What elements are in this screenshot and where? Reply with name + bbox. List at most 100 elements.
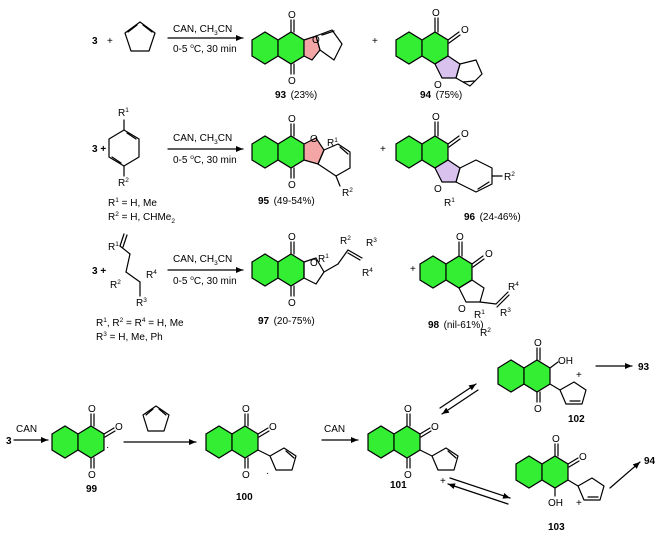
svg-text:O: O [88, 470, 96, 481]
plus-sign-2: + [372, 36, 378, 47]
intermediate-100-structure: O O O · [205, 404, 297, 481]
row2-arrow-conditions: CAN, CH3CN 0-5 oC, 30 min [167, 133, 244, 166]
svg-text:R1 = H, Me: R1 = H, Me [108, 197, 157, 209]
product-97-structure: O O O [251, 232, 363, 309]
svg-text:O: O [288, 10, 296, 21]
product-98-structure: O O O [419, 232, 510, 315]
svg-text:R2: R2 [340, 235, 351, 247]
plus-sign-3: + [380, 144, 386, 155]
svg-text:R1: R1 [118, 107, 129, 119]
svg-text:0-5 oC, 30 min: 0-5 oC, 30 min [173, 154, 237, 166]
svg-text:O: O [288, 114, 296, 125]
product-94-label: 94 (75%) [420, 85, 462, 102]
svg-text:O: O [534, 404, 542, 415]
intermediate-100-label: 100 [236, 492, 253, 503]
svg-text:O: O [288, 180, 296, 191]
svg-text:O: O [434, 80, 442, 91]
svg-text:O: O [458, 304, 466, 315]
svg-text:CAN: CAN [324, 424, 345, 435]
svg-text:OH: OH [548, 498, 563, 509]
svg-text:O: O [288, 232, 296, 243]
svg-text:O: O [431, 422, 439, 433]
product-96-structure: O O O [395, 112, 503, 195]
svg-text:0-5 oC, 30 min: 0-5 oC, 30 min [173, 43, 237, 55]
svg-text:O: O [432, 8, 440, 19]
svg-text:O: O [242, 470, 250, 481]
svg-text:O: O [579, 452, 587, 463]
intermediate-101-label: 101 [390, 480, 407, 491]
equilibrium-arrow-down [447, 477, 511, 505]
svg-text:R1: R1 [318, 253, 329, 265]
svg-text:O: O [269, 422, 277, 433]
arrow-to-94: 94 [609, 456, 656, 489]
svg-text:O: O [534, 338, 542, 349]
svg-text:+: + [576, 498, 582, 509]
product-94-structure: O O O [395, 8, 483, 91]
svg-text:CAN, CH3CN: CAN, CH3CN [173, 254, 232, 267]
product-98-label: 98 (nil-61%) [428, 315, 484, 332]
svg-text:R3 = H, Me, Ph: R3 = H, Me, Ph [96, 331, 163, 343]
svg-text:O: O [242, 404, 250, 415]
equilibrium-arrow-up [439, 383, 479, 415]
svg-text:O: O [456, 232, 464, 243]
svg-text:R2: R2 [504, 171, 515, 183]
product-95-structure: O O O [251, 114, 351, 191]
svg-text:O: O [432, 112, 440, 123]
svg-text:R3: R3 [136, 297, 147, 309]
arrow-to-93: 93 [595, 362, 650, 373]
row1-reagents: 3 + [92, 21, 156, 52]
svg-text:O: O [461, 25, 469, 36]
svg-text:+: + [576, 370, 582, 381]
product-97-label: 97 (20-75%) [258, 311, 315, 328]
plus-sign-4: + [410, 264, 416, 275]
cyclopentadiene-structure [124, 21, 156, 52]
reagent-3-label-row2: 3 + [92, 144, 106, 155]
svg-text:O: O [404, 404, 412, 415]
product-96-label: 96 (24-46%) [464, 207, 521, 224]
svg-text:+: + [440, 476, 446, 487]
svg-text:O: O [310, 258, 318, 269]
plus-sign: + [107, 36, 113, 47]
intermediate-103-structure: O O OH + [515, 434, 605, 509]
cyclopentadiene-addition-arrow [123, 405, 197, 445]
svg-text:0-5 oC, 30 min: 0-5 oC, 30 min [173, 275, 237, 287]
svg-text:O: O [312, 35, 320, 46]
svg-text:·: · [106, 442, 109, 453]
svg-text:R1: R1 [108, 241, 119, 253]
svg-text:R4: R4 [362, 267, 373, 279]
svg-text:R2: R2 [342, 187, 353, 199]
svg-text:R3: R3 [366, 237, 377, 249]
svg-text:CAN, CH3CN: CAN, CH3CN [173, 24, 232, 37]
alkene-structure [119, 233, 141, 297]
svg-text:O: O [485, 249, 493, 260]
intermediate-99-structure: O O O · [51, 404, 123, 481]
svg-text:R1: R1 [327, 137, 338, 149]
svg-text:O: O [461, 129, 469, 140]
product-93-label: 93 (23%) [275, 85, 317, 102]
svg-text:O: O [115, 422, 123, 433]
intermediate-102-structure: O OH O + [497, 338, 587, 415]
svg-text:R3: R3 [500, 307, 511, 319]
svg-text:R1, R2 = R4 = H, Me: R1, R2 = R4 = H, Me [96, 317, 184, 329]
product-93-structure: O O O [251, 10, 343, 87]
svg-text:OH: OH [558, 356, 573, 367]
svg-text:CAN: CAN [16, 424, 37, 435]
svg-text:R2 = H, CHMe2: R2 = H, CHMe2 [108, 211, 175, 225]
svg-text:R1: R1 [444, 197, 455, 209]
svg-text:94: 94 [644, 456, 656, 467]
svg-text:R1: R1 [474, 309, 485, 321]
svg-text:R4: R4 [508, 281, 519, 293]
row3-arrow-conditions: CAN, CH3CN 0-5 oC, 30 min [167, 254, 244, 287]
reagent-3-label: 3 [92, 36, 98, 47]
svg-text:O: O [552, 434, 560, 445]
arrow-can-1: CAN [13, 424, 49, 443]
intermediate-102-label: 102 [568, 414, 585, 425]
intermediate-103-label: 103 [548, 522, 565, 533]
intermediate-101-structure: O O O + [367, 404, 459, 487]
svg-text:·: · [266, 468, 269, 479]
svg-text:O: O [434, 184, 442, 195]
svg-text:R2: R2 [480, 327, 491, 339]
intermediate-99-label: 99 [86, 484, 98, 495]
cyclohexadiene-structure [108, 119, 140, 177]
